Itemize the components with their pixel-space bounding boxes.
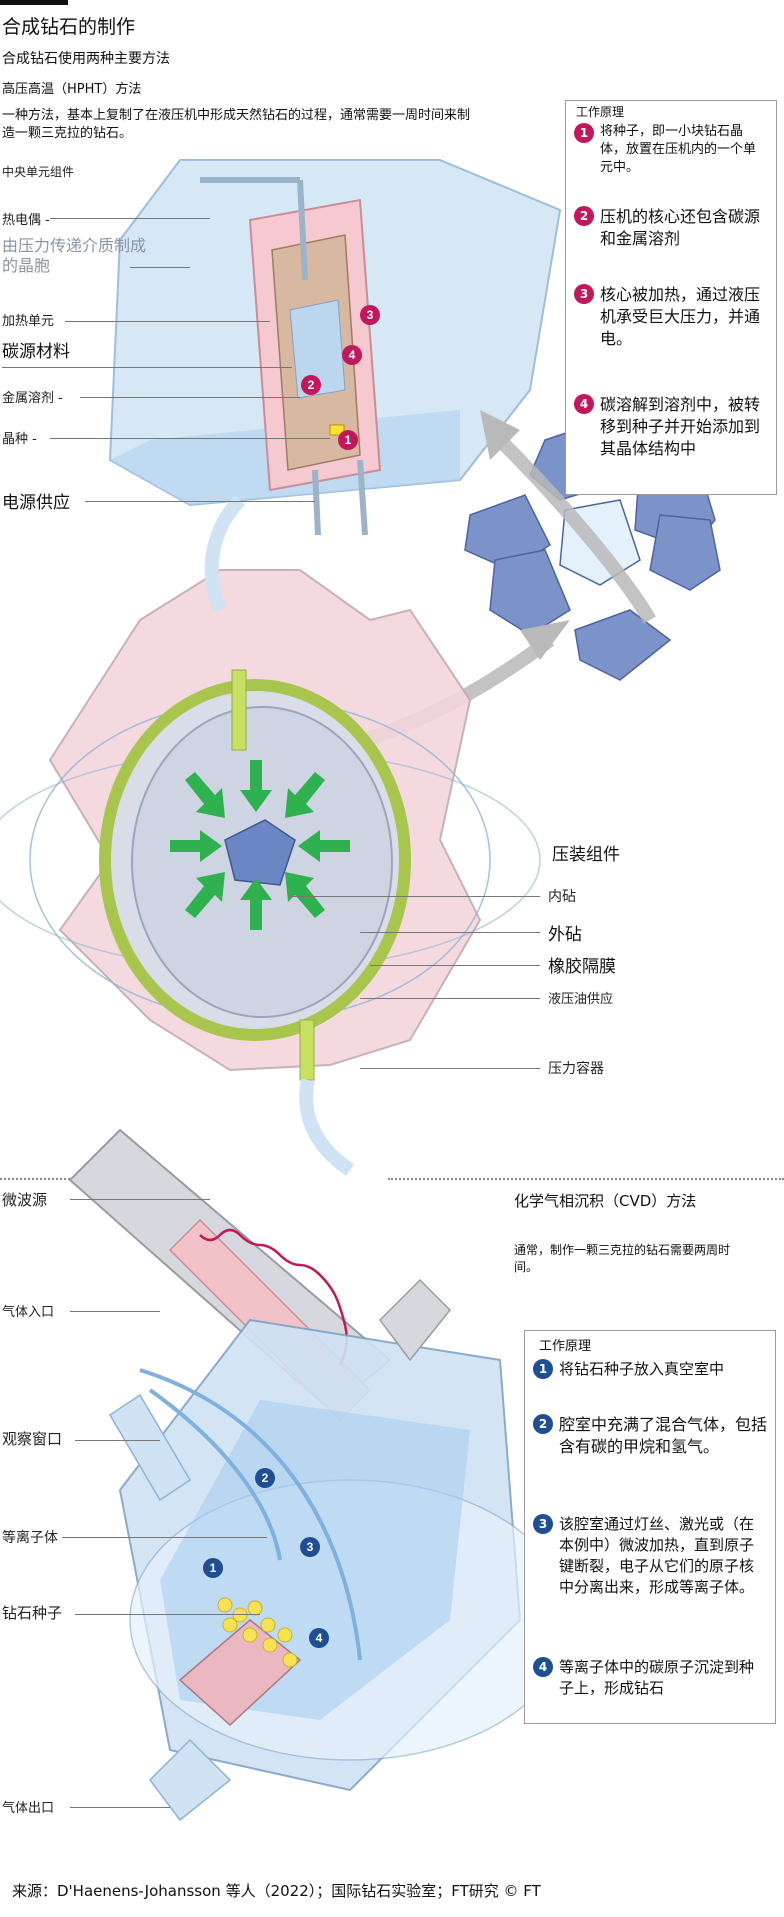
label-outer-anvil: 外砧	[548, 925, 582, 945]
cvd-step-1: 1 将钻石种子放入真空室中	[533, 1359, 767, 1380]
cvd-description: 通常，制作一颗三克拉的钻石需要两周时间。	[514, 1243, 731, 1274]
step-text: 将钻石种子放入真空室中	[559, 1360, 725, 1378]
hpht-title: 高压高温（HPHT）方法	[2, 82, 142, 97]
step-text: 等离子体中的碳原子沉淀到种子上，形成钻石	[559, 1658, 755, 1697]
pressure-arrows	[170, 760, 350, 930]
label-heating-unit: 加热单元	[2, 314, 55, 329]
step-text: 核心被加热，通过液压机承受巨大压力，并通电。	[600, 285, 761, 348]
step-text: 该腔室通过灯丝、激光或（在本例中）微波加热，直到原子键断裂，电子从它们的原子核中…	[559, 1515, 755, 1596]
step-text: 碳溶解到溶剂中，被转移到种子并开始添加到其晶体结构中	[600, 395, 761, 458]
svg-text:2: 2	[262, 1471, 269, 1485]
step-text: 将种子，即一小块钻石晶体，放置在压机内的一个单元中。	[600, 124, 757, 175]
label-microwave: 微波源	[2, 1191, 48, 1209]
label-thermocouple: 热电偶 -	[2, 213, 50, 228]
label-inner-anvil: 内砧	[548, 889, 576, 905]
label-diamond-seed: 钻石种子	[2, 1604, 63, 1622]
step-number: 4	[533, 1657, 553, 1677]
label-pressure-medium: 由压力传递介质制成的晶胞	[2, 236, 147, 275]
svg-text:1: 1	[345, 433, 352, 447]
section-divider-right	[388, 1178, 784, 1180]
hpht-description: 一种方法，基本上复制了在液压机中形成天然钻石的过程，通常需要一周时间来制造一颗三…	[2, 108, 471, 141]
cvd-step-2: 2 腔室中充满了混合气体，包括含有碳的甲烷和氢气。	[533, 1414, 767, 1458]
label-rubber-diaphragm: 橡胶隔膜	[548, 957, 616, 977]
cvd-how-it-works: 工作原理 1 将钻石种子放入真空室中 2 腔室中充满了混合气体，包括含有碳的甲烷…	[524, 1330, 776, 1724]
step-number: 1	[574, 123, 594, 143]
hpht-illustration: 1 2 3 4	[0, 159, 721, 1176]
hpht-box-title: 工作原理	[576, 105, 625, 119]
label-power-supply: 电源供应	[2, 493, 70, 513]
svg-text:1: 1	[210, 1561, 217, 1575]
cvd-step-4: 4 等离子体中的碳原子沉淀到种子上，形成钻石	[533, 1657, 767, 1699]
label-gas-outlet: 气体出口	[2, 1801, 55, 1816]
label-carbon-source: 碳源材料	[2, 342, 70, 362]
cvd-title: 化学气相沉积（CVD）方法	[514, 1192, 697, 1210]
inner-anvil-diamond	[224, 819, 296, 886]
svg-text:4: 4	[316, 1631, 323, 1645]
page-subtitle: 合成钻石使用两种主要方法	[2, 51, 170, 67]
top-rule	[0, 0, 68, 5]
label-pressure-vessel: 压力容器	[548, 1061, 604, 1077]
arrow-to-cell	[495, 435, 657, 624]
step-text: 腔室中充满了混合气体，包括含有碳的甲烷和氢气。	[559, 1415, 768, 1456]
viewing-window	[108, 1393, 192, 1502]
label-hydraulic-oil: 液压油供应	[548, 992, 614, 1007]
svg-text:2: 2	[308, 378, 315, 392]
label-gas-inlet: 气体入口	[2, 1305, 55, 1320]
cvd-step-markers: 1 2 3 4	[203, 1468, 329, 1648]
step-number: 3	[574, 284, 594, 304]
seed-crystal	[329, 424, 345, 436]
hpht-step-markers: 1 2 3 4	[301, 305, 380, 450]
step-number: 2	[574, 206, 594, 226]
step-text: 压机的核心还包含碳源和金属溶剂	[600, 207, 761, 248]
gas-outlet-pipe	[149, 1738, 232, 1822]
label-plasma: 等离子体	[2, 1530, 58, 1546]
hpht-step-2: 2 压机的核心还包含碳源和金属溶剂	[574, 206, 768, 250]
cvd-step-3: 3 该腔室通过灯丝、激光或（在本例中）微波加热，直到原子键断裂，电子从它们的原子…	[533, 1514, 767, 1598]
cvd-box-title: 工作原理	[539, 1339, 592, 1354]
cell-section-label: 中央单元组件	[2, 165, 75, 179]
source-footer: 来源：D'Haenens-Johansson 等人（2022）；国际钻石实验室；…	[12, 1882, 541, 1900]
hpht-step-1: 1 将种子，即一小块钻石晶体，放置在压机内的一个单元中。	[574, 123, 768, 177]
svg-text:3: 3	[367, 308, 374, 322]
step-number: 3	[533, 1514, 553, 1534]
hpht-how-it-works: 工作原理 1 将种子，即一小块钻石晶体，放置在压机内的一个单元中。 2 压机的核…	[565, 100, 777, 495]
step-number: 2	[533, 1414, 553, 1434]
page-title: 合成钻石的制作	[2, 16, 136, 38]
press-title: 压装组件	[552, 845, 620, 865]
svg-text:3: 3	[307, 1540, 314, 1554]
hpht-step-3: 3 核心被加热，通过液压机承受巨大压力，并通电。	[574, 284, 768, 350]
label-viewing-window: 观察窗口	[2, 1430, 63, 1448]
label-metal-solvent: 金属溶剂 -	[2, 391, 63, 406]
hpht-step-4: 4 碳溶解到溶剂中，被转移到种子并开始添加到其晶体结构中	[574, 394, 768, 460]
plasma-atoms	[217, 1597, 298, 1668]
step-number: 1	[533, 1359, 553, 1379]
cvd-illustration: 1 2 3 4	[68, 1128, 571, 1822]
svg-text:4: 4	[349, 348, 356, 362]
step-number: 4	[574, 394, 594, 414]
label-seed: 晶种 -	[2, 432, 37, 447]
